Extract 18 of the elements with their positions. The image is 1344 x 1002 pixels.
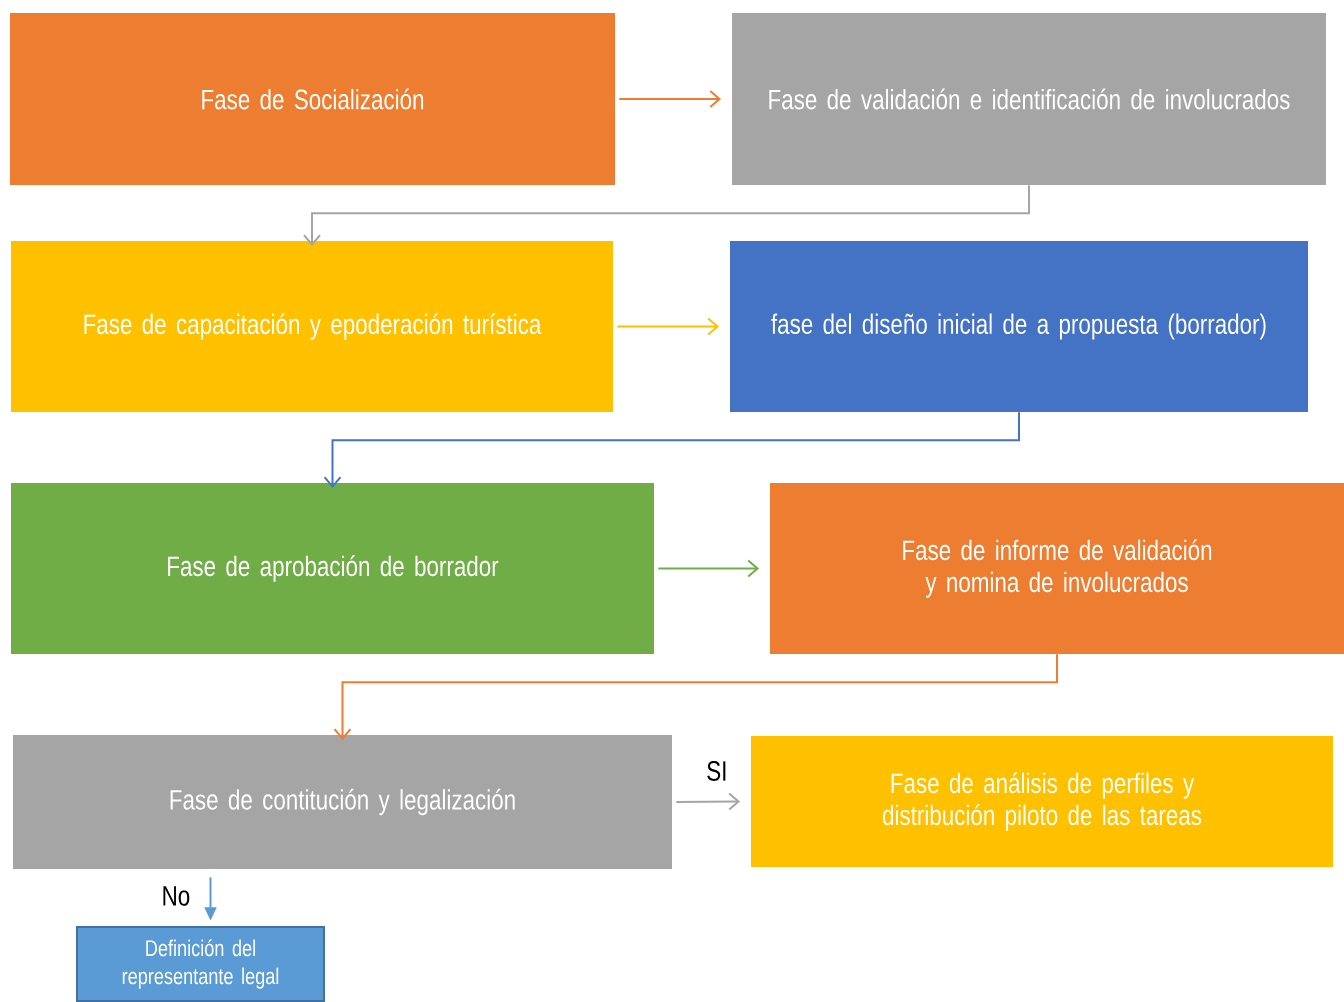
arrow: [303, 184, 1030, 247]
arrow: [618, 90, 722, 108]
phase-box: fase del diseño inicial de a propuesta (borrador): [730, 241, 1308, 412]
phase-box: Fase de capacitación y epoderación turística: [11, 241, 613, 412]
arrow: [333, 653, 1058, 741]
edge-label: SI: [704, 759, 729, 783]
arrow: [323, 411, 1020, 489]
phase-box: Fase de aprobación de borrador: [11, 483, 654, 654]
definition-box: Definición del representante legal: [76, 926, 325, 1002]
phase-box: Fase de contitución y legalización: [13, 735, 672, 869]
phase-box: Fase de validación e identificación de involucrados: [732, 13, 1326, 185]
phase-box: Fase de informe de validación y nomina de involucrados: [770, 483, 1344, 654]
phase-box: Fase de Socialización: [10, 13, 615, 185]
arrow: [675, 792, 741, 811]
phase-box: Fase de análisis de perfiles y distribución piloto de las tareas: [751, 736, 1333, 867]
arrow: [657, 559, 760, 578]
edge-label: No: [160, 884, 192, 908]
arrow: [616, 317, 720, 336]
